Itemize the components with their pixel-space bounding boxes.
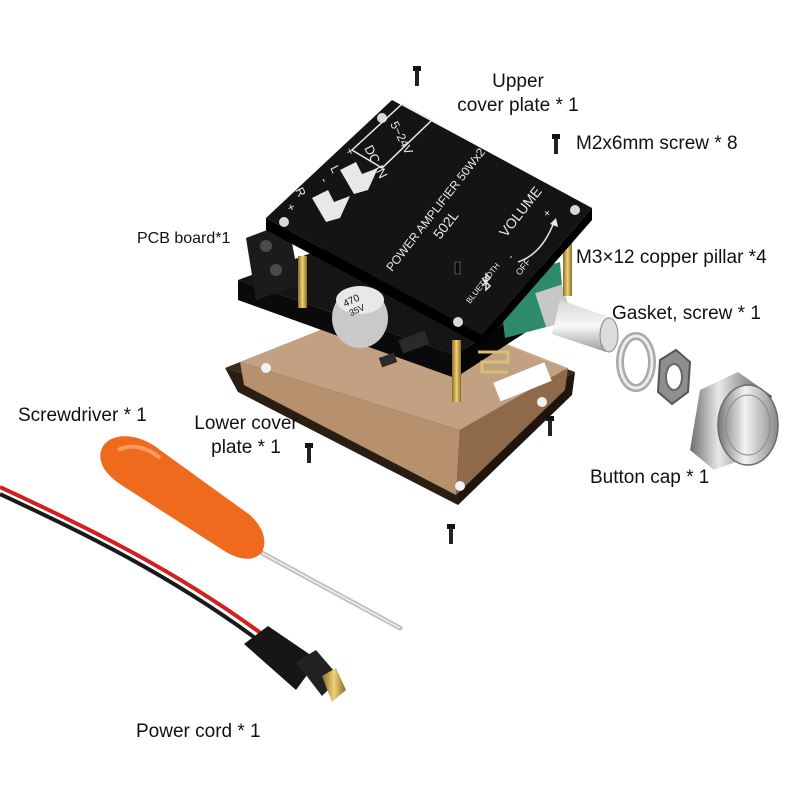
lower-cover-plate-label: Lower cover plate * 1 xyxy=(180,412,312,460)
copper-pillar-label: M3×12 copper pillar *4 xyxy=(576,247,767,268)
copper-pillar xyxy=(298,256,307,308)
mount-hole xyxy=(570,205,580,215)
upper-cover-plate: DC IN 5~24V + L - R + POWER AMPLIFIER 50… xyxy=(266,100,592,346)
mount-hole xyxy=(537,397,547,407)
copper-pillars xyxy=(298,240,572,402)
bluetooth-antenna xyxy=(478,350,510,374)
lower-cover-plate xyxy=(225,300,575,505)
screw xyxy=(447,524,455,544)
gasket-washer xyxy=(616,332,656,392)
screwdriver-handle xyxy=(100,436,265,559)
mount-hole xyxy=(279,217,289,227)
minus-terminal-mark: - xyxy=(317,175,331,185)
speaker-icon xyxy=(312,190,350,222)
upper-cover-plate-label: Upper cover plate * 1 xyxy=(448,70,588,118)
label-line: plate * 1 xyxy=(211,437,281,458)
screw xyxy=(546,416,554,436)
copper-pillar xyxy=(452,340,461,402)
screw xyxy=(305,443,313,463)
speaker-icon xyxy=(340,162,378,194)
button-cap xyxy=(690,372,779,470)
volume-minus: - xyxy=(506,252,517,261)
power-cord-label: Power cord * 1 xyxy=(136,721,261,742)
label-line: cover plate * 1 xyxy=(457,95,579,116)
screwdriver-label: Screwdriver * 1 xyxy=(18,405,147,426)
pcb-board-label: PCB board*1 xyxy=(137,230,231,247)
label-line: Lower cover xyxy=(194,413,298,434)
power-cord xyxy=(0,485,346,702)
screw xyxy=(413,66,421,86)
dc-plug-tip xyxy=(322,668,346,702)
gasket-screw-label: Gasket, screw * 1 xyxy=(612,303,761,324)
screw xyxy=(552,134,560,154)
screwdriver xyxy=(100,436,403,631)
copper-pillar xyxy=(563,240,572,296)
m2-screw-label: M2x6mm screw * 8 xyxy=(576,133,738,154)
potentiometer-shaft xyxy=(552,300,612,352)
volume-arc xyxy=(517,221,555,263)
screw-terminal xyxy=(246,222,300,300)
label-line: Upper xyxy=(492,71,544,92)
mount-hole xyxy=(261,363,271,373)
mount-hole xyxy=(455,481,465,491)
hex-nut xyxy=(656,348,692,406)
bluetooth-icon xyxy=(481,272,492,292)
button-cap-label: Button cap * 1 xyxy=(590,467,710,488)
mount-hole xyxy=(453,317,463,327)
dc-plug-body xyxy=(244,626,318,690)
screws xyxy=(305,66,560,544)
